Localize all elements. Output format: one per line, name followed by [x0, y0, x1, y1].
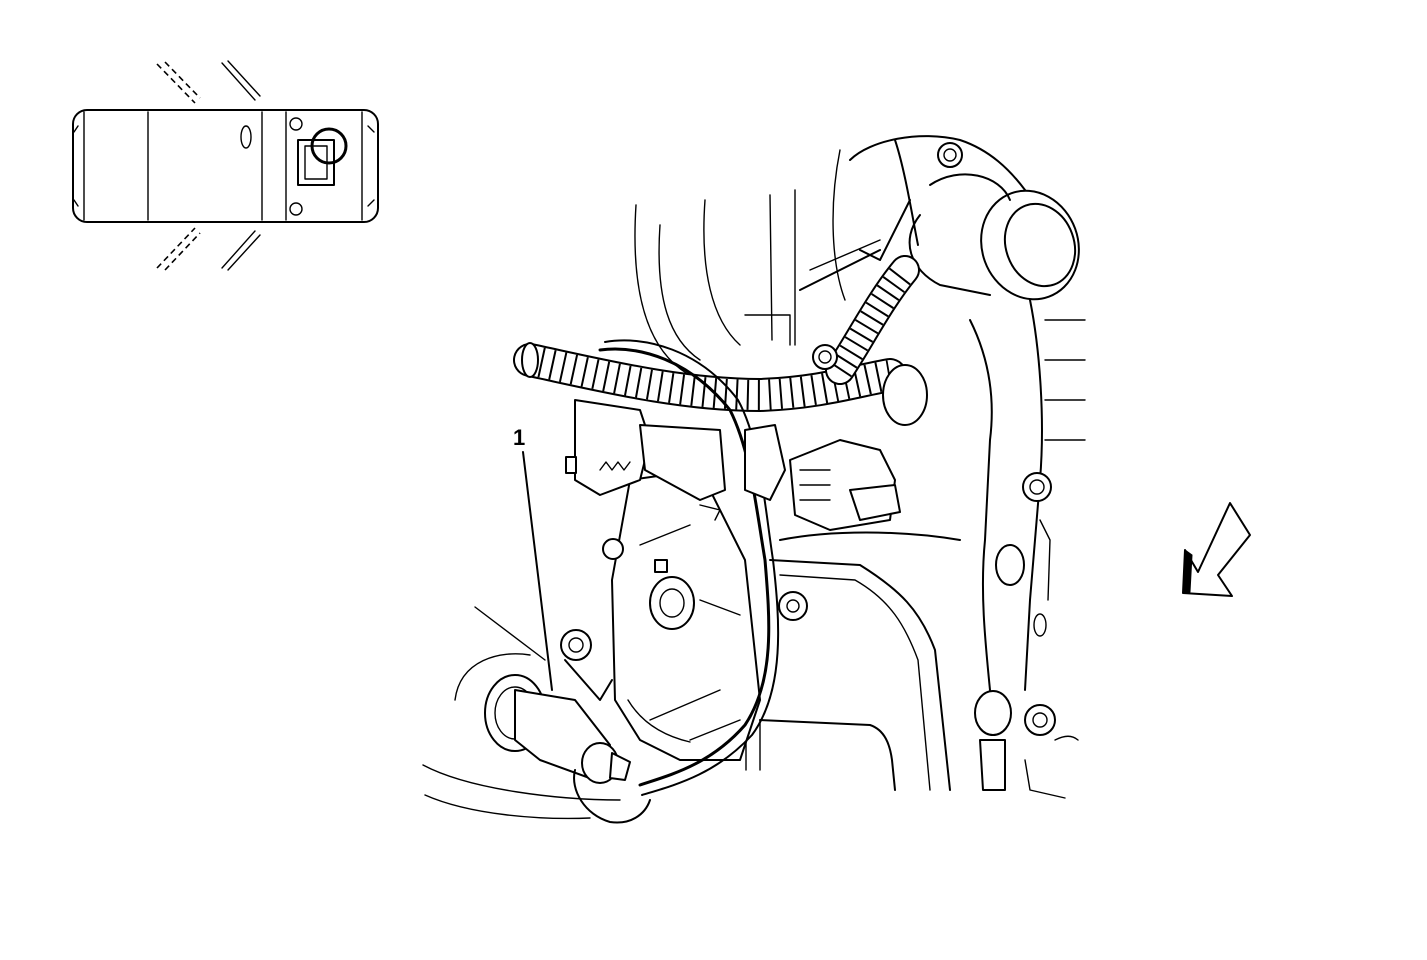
vehicle-locator-view: [72, 60, 379, 271]
crankshaft-position-sensor: [422, 606, 651, 824]
transmission-case: [745, 531, 961, 791]
callout-label-1: 1: [513, 425, 526, 450]
timing-cover-right: [969, 299, 1086, 799]
coolant-outlet-pipe: [799, 135, 1080, 301]
harness-connectors: [565, 399, 901, 531]
front-direction-arrow-icon: [1182, 502, 1251, 597]
engine-assembly: [422, 135, 1086, 824]
harness-bracket: [602, 469, 761, 761]
callout-1-leader: [522, 451, 553, 691]
engine-wiring-harness: [513, 255, 928, 796]
